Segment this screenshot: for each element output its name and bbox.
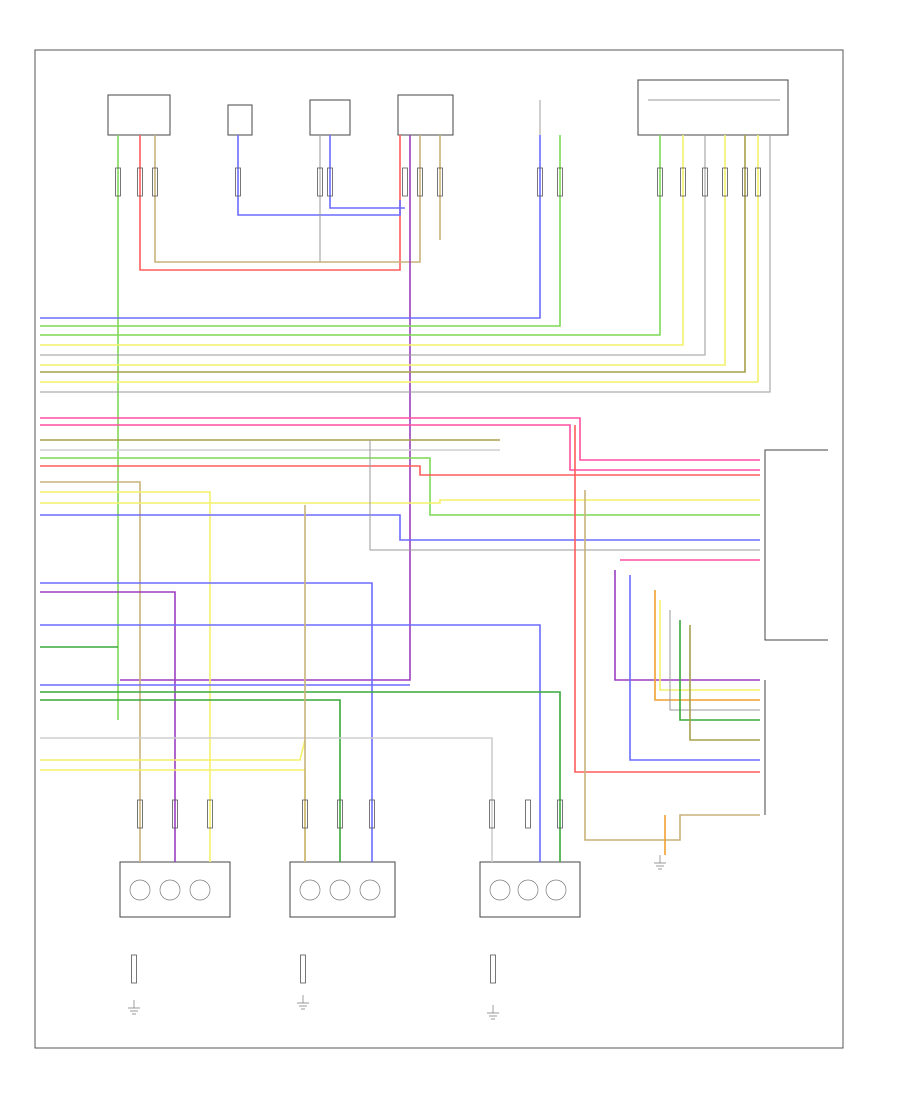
inline-connector [537, 167, 543, 197]
wire-gray-27 [369, 440, 760, 551]
top-component-3 [309, 99, 351, 136]
wire-red-22 [40, 465, 760, 476]
wire-pink-18 [40, 424, 760, 471]
inline-connector [131, 954, 137, 984]
inline-connector [115, 167, 121, 197]
wire-gray-45 [669, 610, 760, 711]
inline-connector [317, 167, 323, 197]
inline-connector [657, 167, 663, 197]
wire-green-10 [40, 135, 661, 336]
wire-yellow-24 [40, 491, 211, 862]
inline-connector [437, 167, 443, 197]
inline-connector [525, 799, 531, 829]
inline-connector [417, 167, 423, 197]
inline-connector [137, 799, 143, 829]
wire-red-39 [574, 425, 760, 773]
right-connector-1 [764, 449, 828, 641]
top-component-1 [107, 94, 171, 136]
wire-purple-6 [120, 135, 411, 681]
wire-dkgreen-34 [40, 699, 341, 862]
wire-yellow-43 [659, 600, 760, 691]
wire-gray-12 [40, 135, 706, 356]
inline-connector [490, 954, 496, 984]
wire-blue-3 [237, 135, 401, 216]
top-component-2 [227, 104, 253, 136]
inline-connector [702, 167, 708, 197]
wire-olive-14 [40, 135, 746, 373]
diagram-frame [34, 49, 844, 1049]
inline-connector [300, 954, 306, 984]
inline-connector [680, 167, 686, 197]
wire-orange-44 [654, 590, 760, 701]
wire-blue-28 [40, 582, 373, 862]
inline-connector [557, 167, 563, 197]
wire-blue-30 [40, 624, 541, 862]
inline-connector [402, 167, 408, 197]
wire-layer [40, 135, 771, 862]
wire-yellow-25 [40, 499, 760, 504]
wire-yellow-15 [40, 135, 759, 383]
wire-green-21 [40, 457, 760, 516]
wire-gray-16 [40, 135, 771, 393]
wire-yellow-13 [40, 135, 726, 366]
bottom-component-2 [289, 861, 396, 918]
wire-ltgray-35 [40, 737, 493, 862]
wire-dkgreen-46 [679, 620, 760, 721]
inline-connector [489, 799, 495, 829]
inline-connector [235, 167, 241, 197]
ground-symbol-4 [654, 855, 666, 870]
wire-blue-8 [40, 135, 541, 319]
wire-tan-48 [584, 490, 760, 841]
top-component-6 [637, 79, 789, 136]
inline-connector [369, 799, 375, 829]
inline-connector [722, 167, 728, 197]
bottom-component-3 [479, 861, 581, 918]
wire-blue-5 [329, 135, 405, 209]
top-component-4 [397, 94, 454, 136]
wire-red-1 [139, 135, 401, 271]
wire-yellow-11 [40, 135, 684, 346]
inline-connector [755, 167, 761, 197]
wire-olive-47 [689, 625, 760, 741]
inline-connector [327, 167, 333, 197]
wire-yellow-36 [40, 739, 306, 761]
inline-connector [172, 799, 178, 829]
wire-pink-17 [40, 417, 760, 461]
bottom-component-1 [119, 861, 231, 918]
wire-tan-2 [154, 135, 421, 263]
wire-green-9 [40, 135, 561, 327]
inline-connector [337, 799, 343, 829]
wire-purple-41 [614, 570, 760, 681]
wire-tan-23 [40, 481, 141, 862]
wire-dkgreen-33 [40, 691, 561, 862]
inline-connector [152, 167, 158, 197]
wire-purple-29 [40, 591, 176, 862]
connector-layer [115, 167, 761, 984]
ground-symbol-1 [128, 1000, 140, 1015]
inline-connector [137, 167, 143, 197]
wire-blue-26 [40, 514, 760, 541]
inline-connector [742, 167, 748, 197]
inline-connector [207, 799, 213, 829]
inline-connector [557, 799, 563, 829]
wire-blue-42 [629, 575, 760, 761]
ground-symbol-2 [297, 995, 309, 1010]
inline-connector [302, 799, 308, 829]
ground-symbol-3 [487, 1005, 499, 1020]
